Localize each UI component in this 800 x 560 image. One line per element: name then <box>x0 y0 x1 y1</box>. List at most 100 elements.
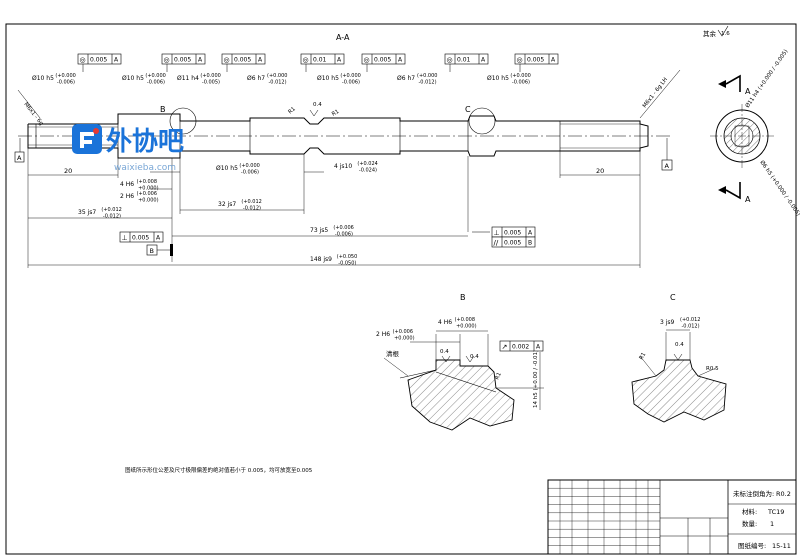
fit-top-2-lower: -0.006) <box>147 80 165 86</box>
fit-top-3-lower: -0.005) <box>202 80 220 86</box>
detail-b-2h6: 2 H6(+0.006+0.000) <box>376 329 415 342</box>
fit-top-5-nominal: Ø10 h5 <box>317 75 339 82</box>
detail-b-4h6: 4 H6(+0.008+0.000) <box>438 317 477 330</box>
detail-b-flat1: 0.4 <box>440 349 449 355</box>
dim-20-left: 20 <box>64 167 72 175</box>
dim-dia10h5: Ø10 h5(+0.000-0.006) <box>216 163 260 176</box>
dim-4h6-lower: +0.000) <box>138 186 159 192</box>
shaft-r1-right: R1 <box>331 109 340 118</box>
dim-32js7-lower: -0.012) <box>243 206 261 212</box>
fcf-top-3-tolerance: 0.005 <box>234 57 251 64</box>
dim-4js10-upper: (+0.024 <box>357 161 377 167</box>
fit-top-7-nominal: Ø10 h5 <box>487 75 509 82</box>
fcf-perp-datum: A <box>156 235 161 242</box>
fit-top-1-nominal: Ø10 h5 <box>32 75 54 82</box>
fcf-top-4-datum: A <box>337 57 342 64</box>
fit-top-1: Ø10 h5(+0.000-0.006) <box>32 73 76 86</box>
fit-top-2: Ø10 h5(+0.000-0.006) <box>122 73 166 86</box>
fit-top-1-upper: (+0.000 <box>55 73 75 79</box>
fit-top-6-upper: (+0.000 <box>417 73 437 79</box>
dim-32js7-nominal: 32 js7 <box>218 201 236 208</box>
fcf-top-7: ◎ 0.005 A <box>514 53 559 65</box>
fit-top-7-upper: (+0.000 <box>510 73 530 79</box>
fcf-stack-2-tolerance: 0.005 <box>504 240 521 247</box>
thread-left-callout: M6x1 - 6g <box>17 89 44 127</box>
dim-2h6-upper: (+0.006 <box>137 191 157 197</box>
fcf-top-7-symbol: ◎ <box>517 56 523 64</box>
fcf-top-5-tolerance: 0.005 <box>374 57 391 64</box>
datum-a-right: A <box>661 138 673 171</box>
svg-text:M6x1 - 6g LH: M6x1 - 6g LH <box>642 77 669 109</box>
detail-c-view <box>631 329 727 423</box>
fcf-top-5-symbol: ◎ <box>364 56 370 64</box>
fcf-stack-2-symbol: // <box>494 239 499 247</box>
dim-tolerance-labels: 2 H6(+0.006+0.000)4 H6(+0.008+0.000)Ø10 … <box>78 161 378 267</box>
detail-b-2h6-upper: (+0.006 <box>393 329 413 335</box>
detail-b-2h6-lower: +0.000) <box>394 336 415 342</box>
svg-text:M6x1 - 6g: M6x1 - 6g <box>22 102 44 127</box>
dim-text-bottom: 20 20 <box>64 167 604 175</box>
dim-148js9: 148 js9(+0.050-0.050) <box>310 254 357 267</box>
dim-dia10h5-nominal: Ø10 h5 <box>216 165 238 172</box>
detail-b-qinggen: 清根 <box>386 349 400 358</box>
dim-35js7: 35 js7(+0.012-0.012) <box>78 207 122 220</box>
fit-labels-top: Ø10 h5(+0.000-0.006)Ø10 h5(+0.000-0.006)… <box>32 73 531 86</box>
detail-b-fcf-symbol: ↗ <box>502 343 508 351</box>
detail-b-flat2: 0.4 <box>470 354 479 360</box>
tb-qty-value: 1 <box>770 520 774 528</box>
watermark-logo: 外协吧 waixieba.com <box>72 124 184 173</box>
svg-text:B: B <box>150 247 154 255</box>
tb-material-label: 材料: <box>742 507 757 516</box>
fcf-top-6-datum: A <box>481 57 486 64</box>
fit-top-7: Ø10 h5(+0.000-0.006) <box>487 73 531 86</box>
fit-top-3-upper: (+0.000 <box>200 73 220 79</box>
detail-b-fcf-datum: A <box>536 344 541 351</box>
fit-top-7-lower: -0.006) <box>512 80 530 86</box>
dim-20-right: 20 <box>596 167 604 175</box>
detail-c-3js9-upper: (+0.012 <box>680 317 700 323</box>
fit-top-5: Ø10 h5(+0.000-0.006) <box>317 73 361 86</box>
dim-148js9-upper: (+0.050 <box>337 254 357 260</box>
tb-chamfer-value: R0.2 <box>776 490 791 498</box>
fcf-top-7-datum: A <box>551 57 556 64</box>
detail-b-tolerances: 4 H6(+0.008+0.000) 2 H6(+0.006+0.000) <box>376 317 477 342</box>
roughness-note: 其余 <box>703 29 717 38</box>
fcf-top-4-tolerance: 0.01 <box>313 57 327 64</box>
dim-73js5-nominal: 73 js5 <box>310 227 328 234</box>
detail-b-4h6-lower: +0.000) <box>456 324 477 330</box>
detail-b-view <box>383 330 544 431</box>
title-block-grid <box>548 479 660 554</box>
tb-chamfer-label: 未标注倒角为: <box>733 489 774 498</box>
detail-c-3js9-nominal: 3 js9 <box>660 319 675 326</box>
fcf-top-6-tolerance: 0.01 <box>457 57 471 64</box>
detail-b-4h6-upper: (+0.008 <box>455 317 475 323</box>
dim-73js5: 73 js5 (+0.006-0.006) <box>310 225 354 238</box>
fcf-perp-symbol: ⊥ <box>122 234 128 242</box>
section-dia11: Ø11 h4 (+0.000 / -0.005) <box>744 48 790 109</box>
fit-top-6: Ø6 h7(+0.000-0.012) <box>397 73 437 86</box>
dim-dia10h5-upper: (+0.000 <box>239 163 259 169</box>
fcf-stack-1-symbol: ⊥ <box>494 229 500 237</box>
dim-35js7-nominal: 35 js7 <box>78 209 96 216</box>
fcf-stack-2-datum: B <box>528 240 532 247</box>
fcf-top-2-symbol: ◎ <box>164 56 170 64</box>
svg-text:0.4: 0.4 <box>313 102 322 108</box>
dim-4js10-lower: -0.024) <box>359 168 377 174</box>
fcf-stack-2: // 0.005 B <box>491 236 536 248</box>
fit-top-6-nominal: Ø6 h7 <box>397 75 415 82</box>
dim-73js5-upper: (+0.006 <box>333 225 353 231</box>
detail-c-r05: R0.5 <box>706 366 719 372</box>
fcf-top-7-tolerance: 0.005 <box>527 57 544 64</box>
detail-b-marker: B <box>160 105 166 114</box>
detail-c-tolerances: 3 js9(+0.012-0.012) <box>660 317 700 330</box>
tb-drawing-no-label: 图纸编号: <box>738 541 766 550</box>
dim-4js10-nominal: 4 js10 <box>334 163 352 170</box>
dim-73js5-lower: -0.006) <box>335 232 353 238</box>
dim-35js7-lower: -0.012) <box>103 214 121 220</box>
